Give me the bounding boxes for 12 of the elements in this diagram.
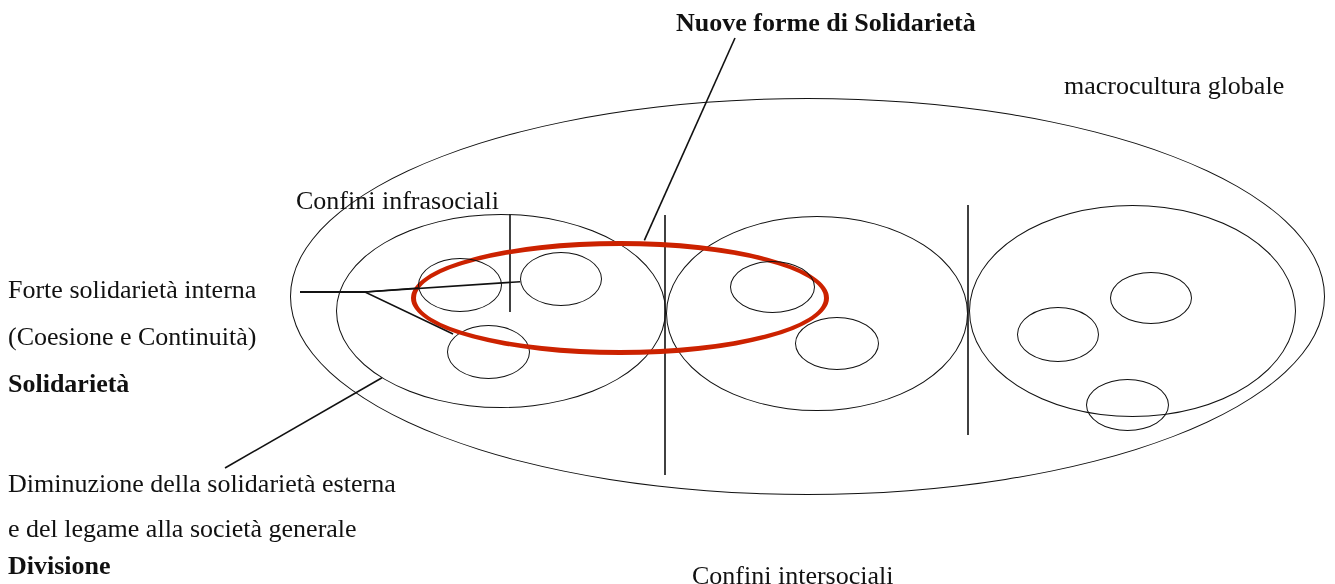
leader-line [643, 37, 736, 242]
leader-line [299, 291, 454, 335]
boundary-label: Confini intersociali [692, 568, 894, 584]
annotation-text: Diminuzione della solidarietà esterna e del legame alla società generale [8, 468, 397, 545]
highlight-ellipse [411, 241, 829, 355]
annotation-text: Forte solidarietà interna (Coesione e Continuità) [8, 274, 258, 353]
group-ellipse [666, 216, 968, 411]
heading-text: Divisione [8, 551, 111, 581]
leader-line [224, 377, 383, 469]
heading-text: Solidarietà [8, 368, 130, 400]
region-label: macrocultura globale [1064, 71, 1285, 101]
heading-text: Nuove forme di Solidarietà [676, 8, 976, 38]
